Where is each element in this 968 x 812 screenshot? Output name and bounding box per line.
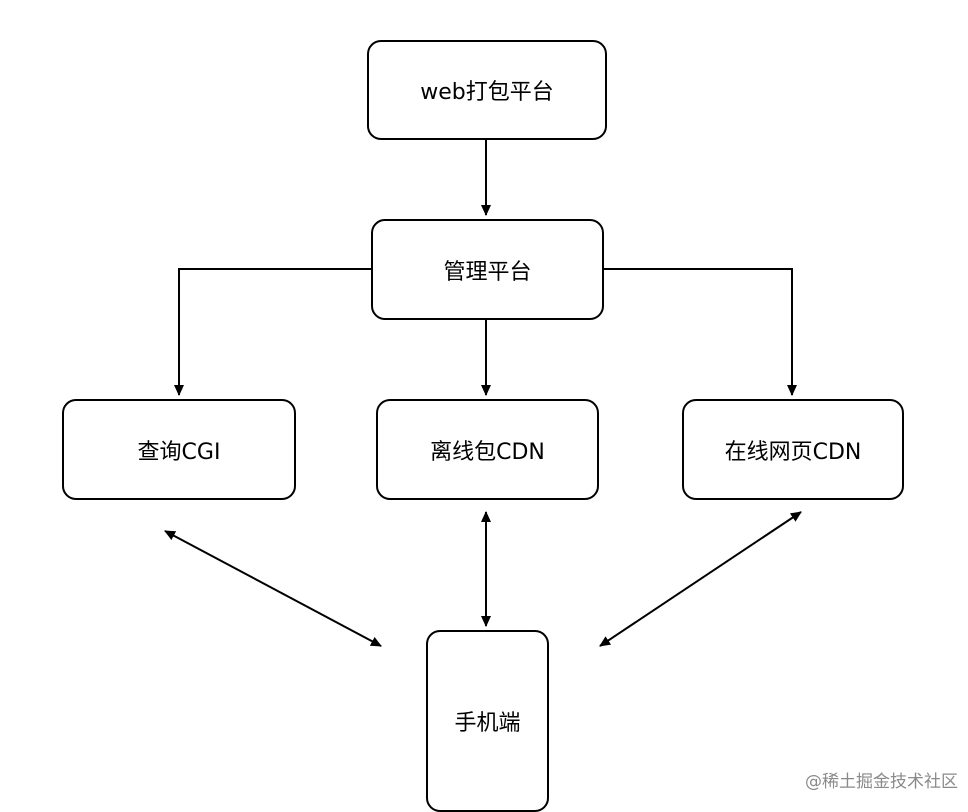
edge-management-to-online-cdn [603, 268, 797, 396]
node-management-platform: 管理平台 [371, 219, 604, 320]
node-web-build-platform: web打包平台 [367, 40, 607, 140]
node-online-page-cdn-label: 在线网页CDN [724, 439, 862, 465]
node-query-cgi-label: 查询CGI [137, 439, 221, 465]
node-query-cgi: 查询CGI [62, 399, 296, 500]
node-mobile-client-label: 手机端 [454, 711, 521, 736]
edge-mobile-online-cdn [599, 511, 802, 647]
node-online-page-cdn: 在线网页CDN [682, 399, 904, 500]
edge-management-to-query-cgi [174, 268, 371, 396]
watermark: @稀土掘金技术社区 [805, 772, 958, 792]
node-mobile-client: 手机端 [426, 630, 549, 812]
edge-mobile-query-cgi [164, 530, 382, 647]
node-web-build-platform-label: web打包平台 [420, 80, 554, 105]
node-offline-package-cdn-label: 离线包CDN [430, 439, 545, 465]
node-management-platform-label: 管理平台 [443, 259, 532, 285]
node-offline-package-cdn: 离线包CDN [376, 399, 599, 500]
